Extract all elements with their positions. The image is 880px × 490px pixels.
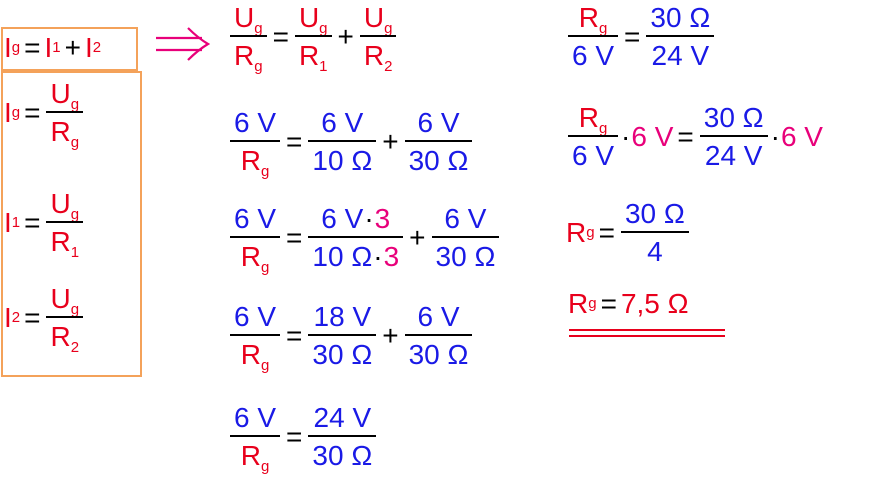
eq-common-denominator: 6 V Rg = 18 V 30 Ω + 6 V 30 Ω: [228, 303, 474, 373]
eq-extended: 6 V Rg = 6 V·3 10 Ω·3 + 6 V 30 Ω: [228, 205, 501, 275]
double-underline: [569, 329, 725, 337]
eq-parallel-general: Ug Rg = Ug R1 + Ug R2: [228, 4, 398, 74]
eq-summed: 6 V Rg = 24 V 30 Ω: [228, 404, 378, 474]
branch-formulas-box: [1, 71, 142, 377]
implies-arrow-icon: [156, 27, 210, 61]
eq-substituted: 6 V Rg = 6 V 10 Ω + 6 V 30 Ω: [228, 109, 474, 179]
eq-proportion: Rg 6 V = 30 Ω 24 V: [566, 4, 716, 70]
eq-multiply-both-sides: Rg 6 V · 6 V = 30 Ω 24 V · 6 V: [566, 104, 823, 170]
total-current-box: [1, 27, 138, 71]
